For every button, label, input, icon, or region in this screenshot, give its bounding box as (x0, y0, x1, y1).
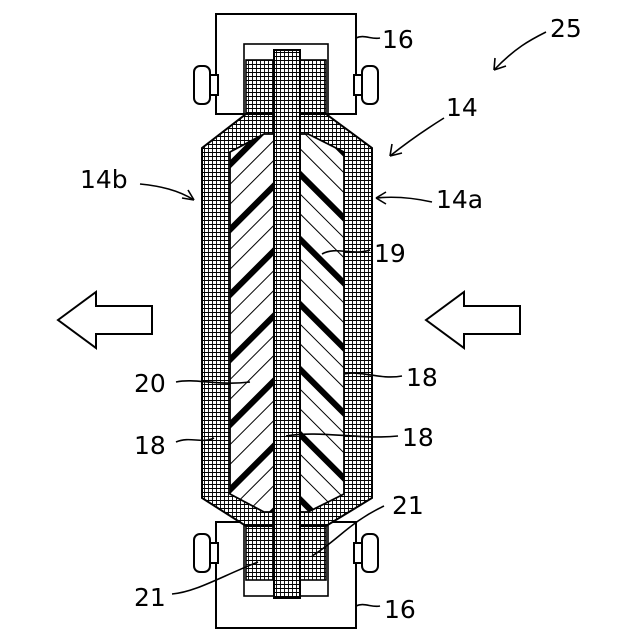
ref-arrow-14a (376, 197, 432, 202)
label-membrane: 19 (374, 239, 406, 268)
label-cell-side-b: 14b (80, 165, 128, 194)
label-clamp-top: 16 (382, 25, 414, 54)
ref-arrow-25 (494, 32, 546, 70)
label-seal-lower: 21 (134, 583, 166, 612)
label-cell: 14 (446, 93, 478, 122)
label-electrode: 20 (134, 369, 166, 398)
knob-icon (194, 66, 218, 104)
label-cell-side-a: 14a (436, 185, 483, 214)
label-clamp-bottom: 16 (384, 595, 416, 624)
label-device: 25 (550, 14, 582, 43)
knob-icon (354, 66, 378, 104)
label-seal-upper: 21 (392, 491, 424, 520)
knob-icon (354, 534, 378, 572)
knob-icon (194, 534, 218, 572)
label-frame-center: 18 (402, 423, 434, 452)
arrow-left-icon (58, 292, 152, 348)
center-plate (274, 50, 300, 598)
ref-arrow-14b (140, 184, 194, 200)
electrode-left (230, 134, 276, 512)
ref-arrow-14 (390, 118, 444, 156)
arrow-left-icon (426, 292, 520, 348)
label-frame-right: 18 (406, 363, 438, 392)
label-frame-left: 18 (134, 431, 166, 460)
electrode-right (300, 134, 344, 512)
